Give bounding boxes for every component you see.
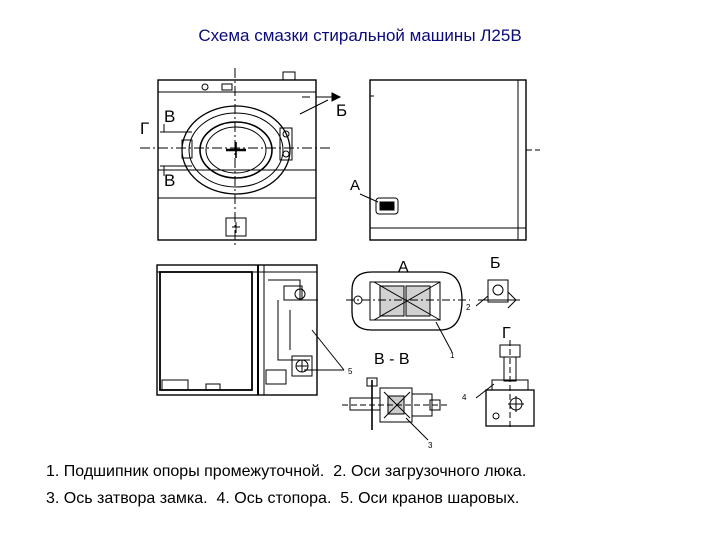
label-v-top: В — [164, 107, 175, 126]
label-v-bottom: В — [164, 171, 175, 190]
detail-b-hinge — [475, 279, 520, 309]
label-vv-section: В - В — [374, 351, 410, 368]
legend: 1. Подшипник опоры промежуточной. 2. Оси… — [46, 458, 686, 512]
legend-line-2: 3. Ось затвора замка. 4. Ось стопора. 5.… — [46, 485, 686, 512]
side-view — [359, 79, 540, 241]
detail-a-bearing — [346, 271, 470, 353]
legend-item-1: 1. Подшипник опоры промежуточной. — [46, 463, 325, 480]
label-a-detail: А — [398, 259, 409, 276]
diagram-title: Схема смазки стиральной машины Л25В — [198, 26, 522, 45]
label-g-left: Г — [140, 119, 149, 138]
legend-item-5: 5. Оси кранов шаровых. — [340, 490, 520, 507]
legend-line-1: 1. Подшипник опоры промежуточной. 2. Оси… — [46, 458, 686, 485]
label-n4: 4 — [462, 393, 467, 402]
label-g-detail: Г — [502, 325, 511, 342]
label-a-side: А — [350, 177, 360, 194]
label-b-detail: Б — [490, 255, 501, 272]
label-n5: 5 — [348, 367, 353, 376]
front-view — [140, 68, 342, 246]
internal-section-view — [156, 264, 345, 396]
label-n3: 3 — [428, 441, 433, 450]
section-vv-latch — [342, 377, 450, 441]
detail-g-stopper — [475, 340, 535, 430]
label-b-front: Б — [336, 101, 347, 120]
legend-item-3: 3. Ось затвора замка. — [46, 490, 208, 507]
label-n1: 1 — [450, 351, 455, 360]
legend-item-2: 2. Оси загрузочного люка. — [333, 463, 527, 480]
legend-item-4: 4. Ось стопора. — [216, 490, 332, 507]
label-n2: 2 — [466, 303, 471, 312]
